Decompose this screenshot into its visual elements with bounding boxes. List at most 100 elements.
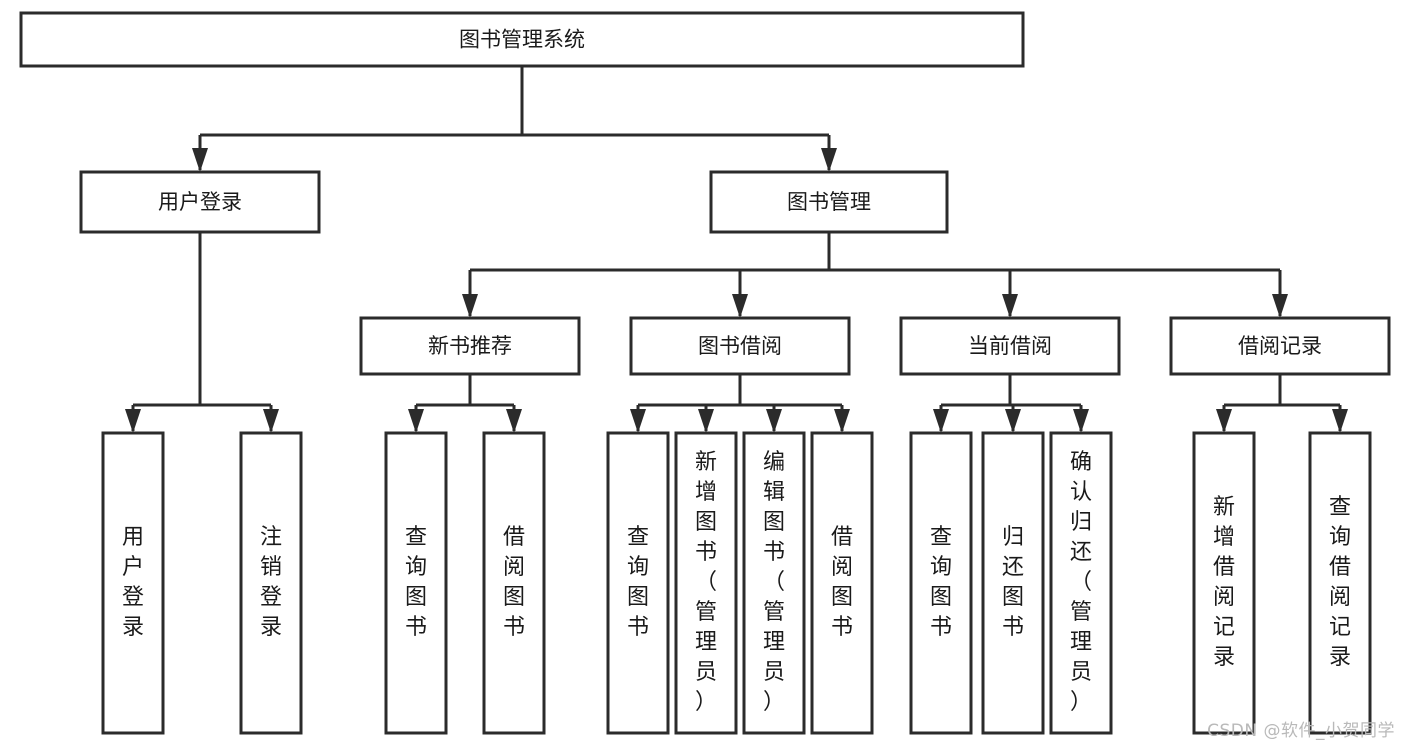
node-book-borrow[interactable]: 图书借阅: [629, 316, 851, 376]
arrow-head-icon: [263, 409, 279, 433]
node-box-user-login-action: [101, 431, 165, 735]
arrow-head-icon: [630, 409, 646, 433]
node-label-add-borrow-record: 记: [1213, 615, 1235, 640]
node-label-query-book-recommend: 书: [405, 615, 427, 640]
node-label-query-book-current: 图: [930, 585, 952, 610]
node-box-confirm-return-admin: [1049, 431, 1113, 735]
node-box-query-book-recommend: [384, 431, 448, 735]
node-label-confirm-return-admin: 确: [1070, 450, 1092, 475]
node-label-return-book: 书: [1002, 615, 1024, 640]
node-borrow-record[interactable]: 借阅记录: [1169, 316, 1391, 376]
node-label-add-book-admin: 图: [695, 510, 717, 535]
node-label-confirm-return-admin: 员: [1070, 660, 1092, 685]
arrow-head-icon: [766, 409, 782, 433]
node-label-borrow-record: 借阅记录: [1238, 334, 1322, 358]
node-label-add-borrow-record: 新: [1213, 495, 1235, 520]
node-label-query-book-borrow: 询: [627, 555, 649, 580]
node-box-query-book-current: [909, 431, 973, 735]
node-new-book-recommend[interactable]: 新书推荐: [359, 316, 581, 376]
node-label-borrow-book-action: 书: [831, 615, 853, 640]
node-label-borrow-book-action: 阅: [831, 555, 853, 580]
node-label-query-borrow-record: 阅: [1329, 585, 1351, 610]
node-label-query-book-recommend: 查: [405, 525, 427, 550]
node-user-login[interactable]: 用户登录: [79, 170, 321, 234]
node-label-edit-book-admin: 书: [763, 540, 785, 565]
node-label-query-borrow-record: 记: [1329, 615, 1351, 640]
node-label-query-borrow-record: 询: [1329, 525, 1351, 550]
node-label-borrow-book-action: 借: [831, 525, 853, 550]
node-label-confirm-return-admin: 理: [1070, 630, 1092, 655]
node-label-edit-book-admin: （: [763, 570, 785, 595]
node-label-book-borrow: 图书借阅: [698, 334, 782, 358]
node-label-confirm-return-admin: ）: [1070, 690, 1092, 715]
arrow-head-icon: [125, 409, 141, 433]
node-label-query-borrow-record: 查: [1329, 495, 1351, 520]
node-label-query-book-current: 书: [930, 615, 952, 640]
arrow-head-icon: [408, 409, 424, 433]
node-label-query-book-recommend: 图: [405, 585, 427, 610]
node-label-new-book-recommend: 新书推荐: [428, 334, 512, 358]
node-box-new-book-recommend: [359, 316, 581, 376]
node-box-book-management: [709, 170, 949, 234]
node-label-edit-book-admin: 编: [763, 450, 785, 475]
node-label-user-login-action: 用: [122, 525, 144, 550]
node-label-query-borrow-record: 借: [1329, 555, 1351, 580]
node-label-confirm-return-admin: 认: [1070, 480, 1092, 505]
node-label-return-book: 图: [1002, 585, 1024, 610]
node-box-borrow-record: [1169, 316, 1391, 376]
node-label-query-book-current: 查: [930, 525, 952, 550]
node-label-edit-book-admin: 理: [763, 630, 785, 655]
node-label-query-book-recommend: 询: [405, 555, 427, 580]
node-book-management[interactable]: 图书管理: [709, 170, 949, 234]
arrow-head-icon: [192, 148, 208, 172]
arrow-head-icon: [821, 148, 837, 172]
node-label-user-logout-action: 注: [260, 525, 282, 550]
node-label-borrow-book-action: 图: [831, 585, 853, 610]
node-label-user-login: 用户登录: [158, 190, 242, 214]
arrow-head-icon: [462, 294, 478, 318]
node-label-add-book-admin: 新: [695, 450, 717, 475]
node-user-login-action[interactable]: 用户登录: [101, 431, 165, 735]
arrow-head-icon: [1073, 409, 1089, 433]
node-label-query-book-current: 询: [930, 555, 952, 580]
node-label-root: 图书管理系统: [459, 28, 585, 52]
arrow-head-icon: [732, 294, 748, 318]
arrow-head-icon: [1005, 409, 1021, 433]
node-box-query-borrow-record: [1308, 431, 1372, 735]
node-label-current-borrow: 当前借阅: [968, 334, 1052, 358]
node-box-borrow-book-action: [810, 431, 874, 735]
node-label-edit-book-admin: 管: [763, 600, 785, 625]
node-label-add-book-admin: 理: [695, 630, 717, 655]
node-label-add-borrow-record: 借: [1213, 555, 1235, 580]
node-label-add-book-admin: 书: [695, 540, 717, 565]
node-label-add-book-admin: 员: [695, 660, 717, 685]
node-label-query-book-borrow: 书: [627, 615, 649, 640]
node-current-borrow[interactable]: 当前借阅: [899, 316, 1121, 376]
node-label-confirm-return-admin: 归: [1070, 510, 1092, 535]
node-label-add-borrow-record: 录: [1213, 645, 1235, 670]
arrow-head-icon: [698, 409, 714, 433]
node-label-add-borrow-record: 增: [1213, 525, 1235, 550]
node-box-query-book-borrow: [606, 431, 670, 735]
node-box-add-borrow-record: [1192, 431, 1256, 735]
node-label-confirm-return-admin: （: [1070, 570, 1092, 595]
node-label-user-login-action: 户: [122, 555, 144, 580]
arrow-head-icon: [1272, 294, 1288, 318]
node-label-user-login-action: 录: [122, 615, 144, 640]
node-root[interactable]: 图书管理系统: [19, 11, 1025, 68]
node-box-current-borrow: [899, 316, 1121, 376]
node-box-add-book-admin: [674, 431, 738, 735]
node-box-user-login: [79, 170, 321, 234]
